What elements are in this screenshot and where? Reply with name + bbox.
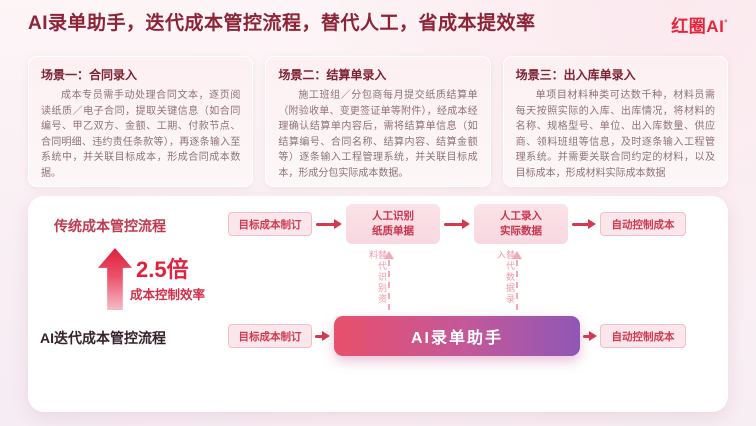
scenario-card-contract: 场景一：合同录入 成本专员需手动处理合同文本，逐页阅读纸质／电子合同，提取关键信… [28,56,254,187]
replace-entry-label: 替代数据录入 [496,250,515,305]
scenario-body: 成本专员需手动处理合同文本，逐页阅读纸质／电子合同，提取关键信息（如合同编号、甲… [41,90,241,179]
efficiency-metric-value: 2.5倍 [136,257,189,282]
traditional-auto-control-pill: 自动控制成本 [600,212,686,236]
efficiency-metric-caption: 成本控制效率 [130,288,206,302]
dashed-up-arrow-icon [512,251,522,310]
arrow-right-icon [583,331,597,342]
scenario-title: 场景二：结算单录入 [278,68,387,82]
slide-header: AI录单助手，迭代成本管控流程，替代人工，省成本提效率 红圈AI° [28,12,728,37]
arrow-right-icon [444,219,470,230]
scenario-body: 单项目材料种类可达数千种，材料员需每天按照实际的入库、出库情况，将材料的名称、规… [515,90,715,179]
replace-entry-connector: 替代数据录入 [496,250,522,312]
ai-assistant-button: AI录单助手 [334,316,580,356]
arrow-right-icon [316,219,342,230]
scenario-card-settlement: 场景二：结算单录入 施工班组／分包商每月提交纸质结算单（附验收单、变更签证单等附… [265,56,491,187]
brand-logo: 红圈AI° [671,12,728,37]
replace-recognition-label: 替代识别资料 [368,250,387,305]
flow-diagram-panel: 传统成本管控流程 目标成本制订 人工识别 纸质单据 人工录入 实际数据 自动控制… [28,196,728,412]
dashed-up-arrow-icon [384,251,394,310]
ai-flow-label: AI迭代成本管控流程 [40,330,166,346]
traditional-target-cost-pill: 目标成本制订 [228,212,312,236]
page-title: AI录单助手，迭代成本管控流程，替代人工，省成本提效率 [28,13,536,34]
arrow-right-icon [572,219,596,230]
traditional-flow-label: 传统成本管控流程 [54,218,166,234]
replace-recognition-connector: 替代识别资料 [368,250,394,312]
scenario-title: 场景一：合同录入 [41,68,138,82]
brand-logo-mark: ° [724,18,728,28]
manual-entry-box: 人工录入 实际数据 [474,204,568,244]
ai-target-cost-pill: 目标成本制订 [228,324,312,348]
scenario-card-warehouse: 场景三：出入库单录入 单项目材料种类可达数千种，材料员需每天按照实际的入库、出库… [502,56,728,187]
manual-recognition-box: 人工识别 纸质单据 [346,204,440,244]
arrow-right-icon [315,331,330,342]
efficiency-up-arrow-icon [98,248,132,310]
scenario-cards: 场景一：合同录入 成本专员需手动处理合同文本，逐页阅读纸质／电子合同，提取关键信… [28,56,728,187]
scenario-title: 场景三：出入库单录入 [515,68,636,82]
ai-auto-control-pill: 自动控制成本 [600,324,686,348]
brand-logo-text: 红圈AI [671,17,725,36]
scenario-body: 施工班组／分包商每月提交纸质结算单（附验收单、变更签证单等附件），经成本经理确认… [278,90,478,179]
